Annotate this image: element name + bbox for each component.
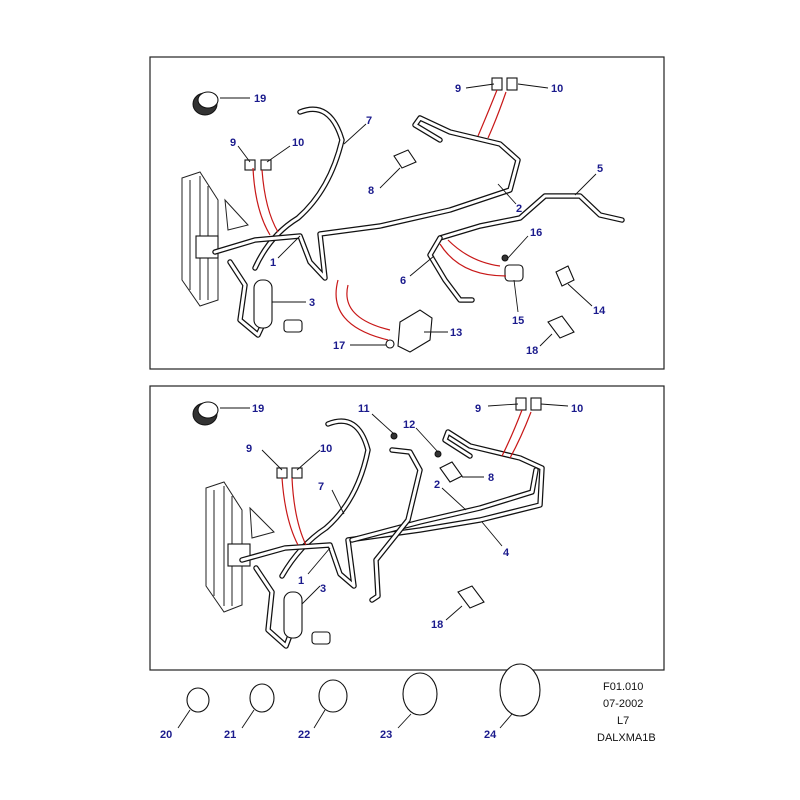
o-ring-23 — [402, 672, 438, 716]
callout-3-lower: 3 — [320, 583, 326, 595]
callout-10-upper-right: 10 — [551, 83, 563, 95]
callout-22: 22 — [298, 729, 310, 741]
callout-7-upper: 7 — [366, 115, 372, 127]
o-ring-21 — [249, 683, 275, 713]
callout-1-upper: 1 — [270, 257, 276, 269]
lower-panel-frame — [149, 385, 665, 671]
callout-6-upper: 6 — [400, 275, 406, 287]
callout-15-upper: 15 — [512, 315, 524, 327]
callout-5-upper: 5 — [597, 163, 603, 175]
callout-14-upper: 14 — [593, 305, 606, 317]
callout-24: 24 — [484, 729, 497, 741]
callout-9-upper-right: 9 — [455, 83, 461, 95]
callout-4-lower: 4 — [503, 547, 510, 559]
callout-8-lower: 8 — [488, 472, 494, 484]
callout-9-upper-left: 9 — [230, 137, 236, 149]
drawing-code: F01.010 — [603, 681, 643, 693]
callout-12-lower: 12 — [403, 419, 415, 431]
callout-10-lower-right: 10 — [571, 403, 583, 415]
o-ring-row: 20 21 22 23 24 — [160, 663, 541, 741]
o-ring-24 — [499, 663, 541, 717]
callout-13-upper: 13 — [450, 327, 462, 339]
callout-7-lower: 7 — [318, 481, 324, 493]
upper-assembly-drawing — [181, 77, 625, 353]
callout-8-upper: 8 — [368, 185, 374, 197]
callout-20: 20 — [160, 729, 172, 741]
callout-2-lower: 2 — [434, 479, 440, 491]
callout-1-lower: 1 — [298, 575, 304, 587]
upper-panel-frame — [149, 56, 665, 370]
callout-3-upper: 3 — [309, 297, 315, 309]
callout-2-upper: 2 — [516, 203, 522, 215]
callout-18-upper: 18 — [526, 345, 538, 357]
o-ring-20 — [186, 687, 210, 713]
callout-9-lower-left: 9 — [246, 443, 252, 455]
drawing-id: DALXMA1B — [597, 732, 656, 744]
drawing-reference-block: F01.010 07-2002 L7 DALXMA1B — [597, 681, 656, 744]
callout-21: 21 — [224, 729, 236, 741]
drawing-level: L7 — [617, 715, 629, 727]
callout-10-upper-left: 10 — [292, 137, 304, 149]
callout-11-lower: 11 — [358, 403, 370, 415]
o-ring-22 — [318, 679, 348, 713]
drawing-date: 07-2002 — [603, 698, 643, 710]
lower-assembly-drawing — [192, 397, 545, 649]
callout-10-lower-left: 10 — [320, 443, 332, 455]
lower-callouts: 19 11 12 9 10 9 10 2 8 7 4 1 3 18 — [220, 403, 583, 631]
callout-19-lower: 19 — [252, 403, 264, 415]
callout-18-lower: 18 — [431, 619, 443, 631]
callout-23: 23 — [380, 729, 392, 741]
callout-17-upper: 17 — [333, 340, 345, 352]
callout-16-upper: 16 — [530, 227, 542, 239]
callout-19-upper: 19 — [254, 93, 266, 105]
upper-callouts: 19 7 9 10 8 5 2 9 10 16 6 1 3 15 14 13 1… — [220, 83, 606, 357]
callout-9-lower-right: 9 — [475, 403, 481, 415]
